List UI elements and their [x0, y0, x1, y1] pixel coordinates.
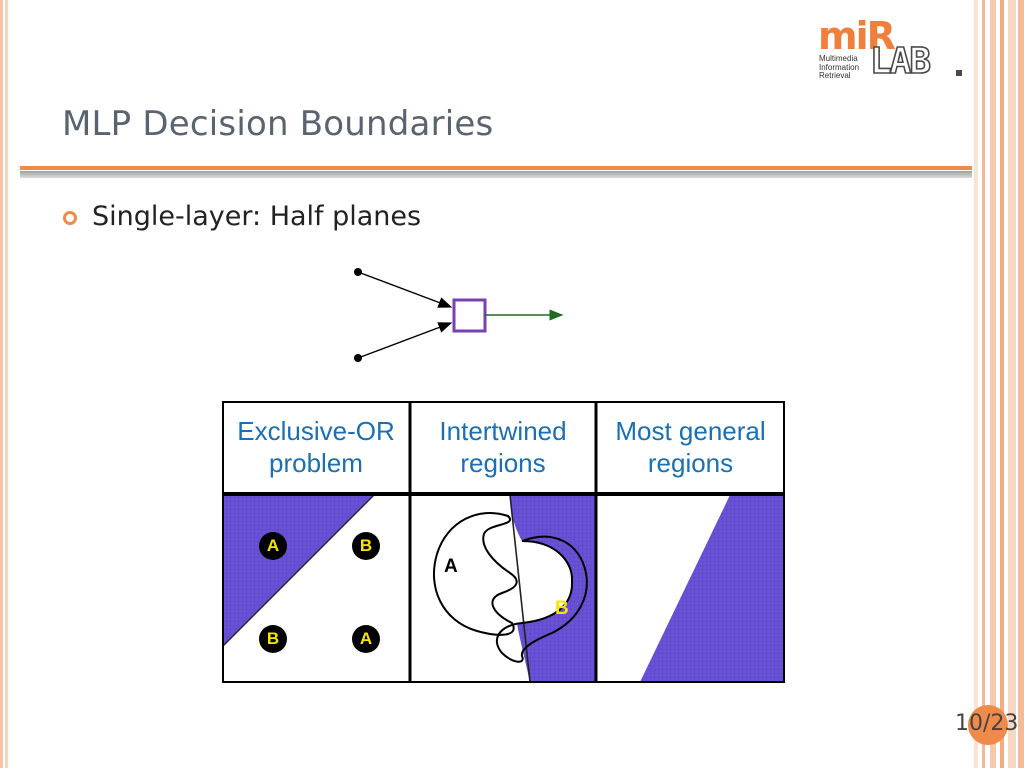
- intertwined-b-curve: [495, 535, 588, 663]
- neuron-diagram: [354, 268, 564, 362]
- intertwined-label-b: B: [555, 598, 569, 619]
- page-number: 10/23: [955, 711, 1019, 736]
- header-general-line1: Most general: [615, 416, 766, 446]
- slide-title: MLP Decision Boundaries: [62, 104, 494, 144]
- intertwined-region-b: [510, 495, 596, 682]
- logo-line-retrieval: Retrieval: [819, 71, 851, 80]
- mir-lab-logo: miR Multimedia Information Retrieval LAB: [814, 14, 964, 82]
- xor-label-b-bottom: B: [259, 625, 287, 653]
- intertwined-label-a: A: [444, 556, 458, 577]
- bullet-ring-icon: [63, 211, 77, 225]
- header-intertwined-line2: regions: [460, 448, 546, 478]
- title-rule: [20, 166, 972, 170]
- header-intertwined-line1: Intertwined: [439, 416, 567, 446]
- logo-line-multimedia: Multimedia: [819, 54, 858, 63]
- xor-label-a-bottom: A: [352, 625, 380, 653]
- xor-label-b-top: B: [352, 532, 380, 560]
- input-edge-1: [357, 271, 453, 308]
- header-xor-line2: problem: [269, 448, 363, 478]
- title-rule-shadow: [20, 171, 972, 178]
- neuron-unit: [452, 298, 487, 333]
- logo-lab: LAB: [869, 41, 932, 82]
- logo-line-information: Information: [819, 62, 860, 72]
- page-badge: [968, 705, 1008, 745]
- xor-boundary-line: [222, 494, 375, 648]
- bullet-text: Single-layer: Half planes: [92, 201, 422, 232]
- intertwined-divider: [509, 494, 531, 683]
- logo-subtitle: Multimedia Information Retrieval: [819, 54, 860, 81]
- input-edge-2: [357, 322, 453, 359]
- table-border: [222, 401, 785, 683]
- right-border-decoration: [974, 0, 1024, 768]
- header-general: Most general regions: [596, 401, 785, 493]
- xor-label-a-top: A: [259, 532, 287, 560]
- logo-mark: miR: [818, 14, 896, 58]
- logo-dot: [956, 70, 962, 76]
- decision-boundary-table: Exclusive-OR problem Intertwined regions…: [222, 401, 785, 683]
- header-exclusive-or: Exclusive-OR problem: [222, 401, 410, 493]
- header-xor-line1: Exclusive-OR: [237, 416, 395, 446]
- intertwined-a-curve: [432, 511, 518, 636]
- left-border-decoration: [0, 0, 8, 768]
- general-region: [640, 495, 785, 682]
- table-diagram: [222, 401, 785, 683]
- header-general-line2: regions: [647, 448, 734, 478]
- header-intertwined: Intertwined regions: [410, 401, 596, 493]
